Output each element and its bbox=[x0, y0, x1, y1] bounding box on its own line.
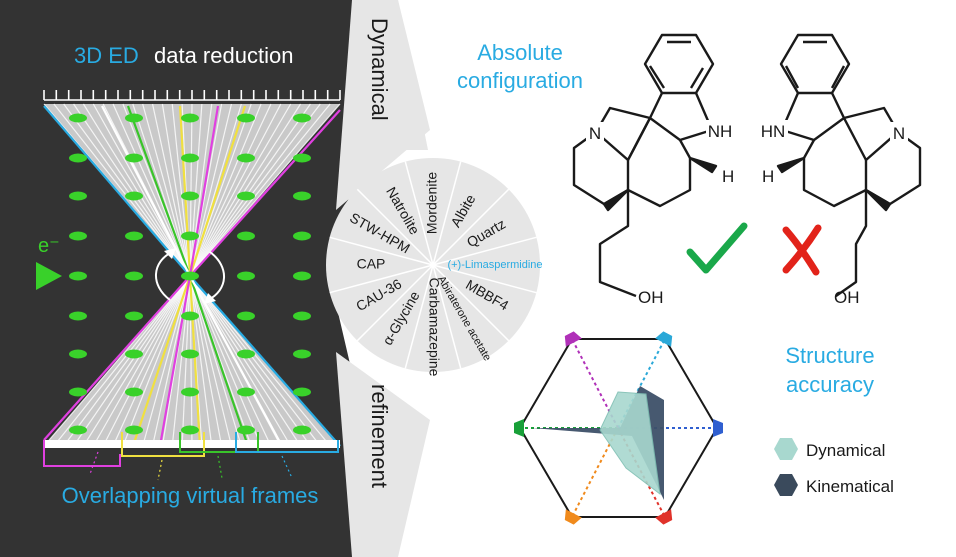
mol-right-h: H bbox=[762, 167, 774, 186]
molecule-incorrect bbox=[776, 33, 922, 297]
mol-right-n: N bbox=[893, 124, 905, 143]
reflection-spots bbox=[69, 113, 311, 435]
reflection-spot bbox=[181, 231, 199, 241]
accuracy-heading-2: accuracy bbox=[786, 372, 874, 397]
mol-left-oh: OH bbox=[638, 288, 664, 307]
reflection-spot bbox=[181, 425, 199, 435]
reflection-spot bbox=[125, 425, 143, 435]
reflection-spot bbox=[293, 387, 311, 397]
reflection-spot bbox=[293, 349, 311, 359]
radar-axis-marker bbox=[655, 331, 673, 347]
reflection-spot bbox=[181, 153, 199, 163]
detector-top bbox=[43, 90, 341, 101]
data-reduction-panel: 3D ED data reduction bbox=[0, 0, 395, 557]
reflection-spot bbox=[69, 191, 87, 201]
reflection-spot bbox=[237, 387, 255, 397]
mol-right-oh: OH bbox=[834, 288, 860, 307]
absolute-configuration: Absolute configuration N NH bbox=[457, 33, 922, 307]
reflection-spot bbox=[293, 231, 311, 241]
reflection-spot bbox=[237, 425, 255, 435]
reflection-spot bbox=[181, 349, 199, 359]
reflection-spot bbox=[125, 271, 143, 281]
reflection-spot bbox=[125, 153, 143, 163]
reflection-spot bbox=[69, 425, 87, 435]
legend-dynamical-label: Dynamical bbox=[806, 441, 885, 460]
radar-axis-marker bbox=[564, 509, 582, 525]
wheel-segment-label: Carbamazepine bbox=[426, 278, 442, 377]
reflection-spot bbox=[293, 153, 311, 163]
reflection-spot bbox=[293, 113, 311, 123]
legend-kinematical-label: Kinematical bbox=[806, 477, 894, 496]
accuracy-heading-1: Structure bbox=[785, 343, 874, 368]
reflection-spot bbox=[125, 113, 143, 123]
radar-axis-markers bbox=[514, 331, 723, 525]
wheel-segment-label: Mordenite bbox=[424, 172, 440, 234]
reflection-spot bbox=[125, 191, 143, 201]
reflection-spot bbox=[293, 271, 311, 281]
reflection-spot bbox=[181, 387, 199, 397]
reflection-spot bbox=[181, 311, 199, 321]
rotation-arrows bbox=[155, 248, 225, 304]
reflection-spot bbox=[125, 311, 143, 321]
mol-left-nh: NH bbox=[708, 122, 733, 141]
band-label-dynamical: Dynamical bbox=[367, 18, 392, 121]
reflection-spot bbox=[237, 153, 255, 163]
reflection-spot bbox=[69, 231, 87, 241]
frame-leaders bbox=[89, 451, 293, 481]
mol-left-h: H bbox=[722, 167, 734, 186]
structure-accuracy: Structure accuracy Dynamical Kinematical bbox=[514, 331, 894, 525]
panel-title-3d-ed: 3D ED bbox=[74, 43, 139, 68]
wheel-segment-label: CAP bbox=[357, 256, 386, 272]
reflection-spot bbox=[69, 387, 87, 397]
band-label-refinement: refinement bbox=[367, 384, 392, 488]
reflection-spot bbox=[237, 191, 255, 201]
reflection-spot bbox=[293, 191, 311, 201]
reflection-spot bbox=[125, 387, 143, 397]
beam-arrow-icon bbox=[36, 262, 62, 290]
reflection-spot bbox=[293, 311, 311, 321]
radar-axis-marker bbox=[564, 331, 582, 347]
panel-title-data-reduction: data reduction bbox=[154, 43, 293, 68]
reflection-spot bbox=[237, 113, 255, 123]
reflection-spot bbox=[181, 191, 199, 201]
reflection-spot bbox=[293, 425, 311, 435]
radar-axis-marker bbox=[514, 419, 524, 437]
reflection-spot bbox=[69, 113, 87, 123]
reflection-spot bbox=[69, 153, 87, 163]
legend-kinematical-swatch bbox=[774, 474, 798, 496]
reflection-spot bbox=[181, 271, 199, 281]
electron-label: e⁻ bbox=[38, 235, 60, 257]
radar-axis-marker bbox=[655, 509, 673, 525]
reflection-spot bbox=[237, 311, 255, 321]
reflection-spot bbox=[69, 349, 87, 359]
reflection-spot bbox=[181, 113, 199, 123]
check-icon bbox=[686, 222, 748, 274]
reflection-spot bbox=[237, 349, 255, 359]
mol-left-n: N bbox=[589, 124, 601, 143]
reflection-spot bbox=[125, 349, 143, 359]
refinement-band: Dynamical refinement bbox=[336, 0, 430, 557]
radar-axis-marker bbox=[713, 419, 723, 437]
wheel-segment-label: (+)-Limaspermidine bbox=[447, 259, 542, 271]
overlapping-frames-label: Overlapping virtual frames bbox=[62, 483, 319, 508]
reflection-spot bbox=[69, 271, 87, 281]
reflection-spot bbox=[125, 231, 143, 241]
detector-bottom bbox=[43, 432, 340, 467]
abs-config-heading-1: Absolute bbox=[477, 40, 563, 65]
mol-right-hn: HN bbox=[761, 122, 786, 141]
reflection-spot bbox=[237, 271, 255, 281]
radar-dynamical bbox=[599, 391, 661, 496]
cross-icon bbox=[782, 224, 822, 276]
reflection-spot bbox=[69, 311, 87, 321]
abs-config-heading-2: configuration bbox=[457, 68, 583, 93]
molecule-correct bbox=[572, 33, 718, 298]
reflection-spot bbox=[237, 231, 255, 241]
legend-dynamical-swatch bbox=[774, 438, 798, 460]
